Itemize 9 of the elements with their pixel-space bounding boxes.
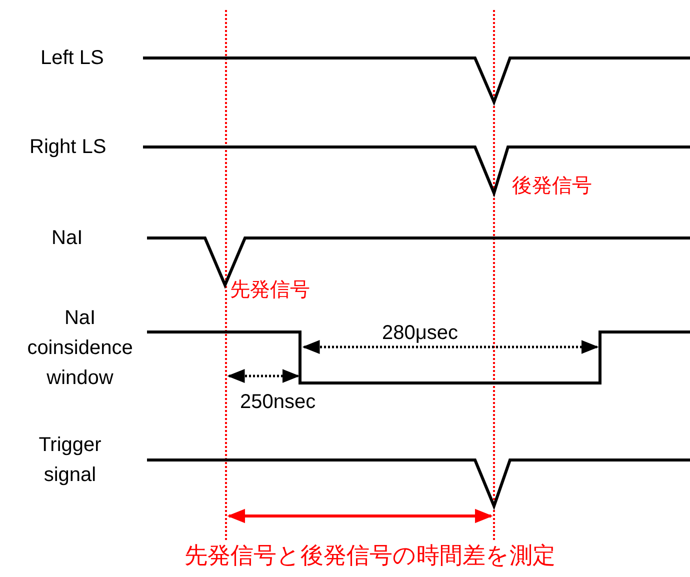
signal-name: NaI — [52, 226, 83, 251]
signal-name: Left LS — [40, 46, 104, 71]
annotation: 後発信号 — [512, 174, 592, 199]
signal-name: Right LS — [30, 135, 106, 160]
signal-name: NaI coinsidence window — [26, 306, 134, 391]
annotation: 先発信号 — [230, 278, 310, 303]
caption: 先発信号と後発信号の時間差を測定 — [184, 541, 556, 570]
dimension-label: 250nsec — [240, 390, 316, 415]
signal-name: Trigger signal — [38, 433, 102, 488]
